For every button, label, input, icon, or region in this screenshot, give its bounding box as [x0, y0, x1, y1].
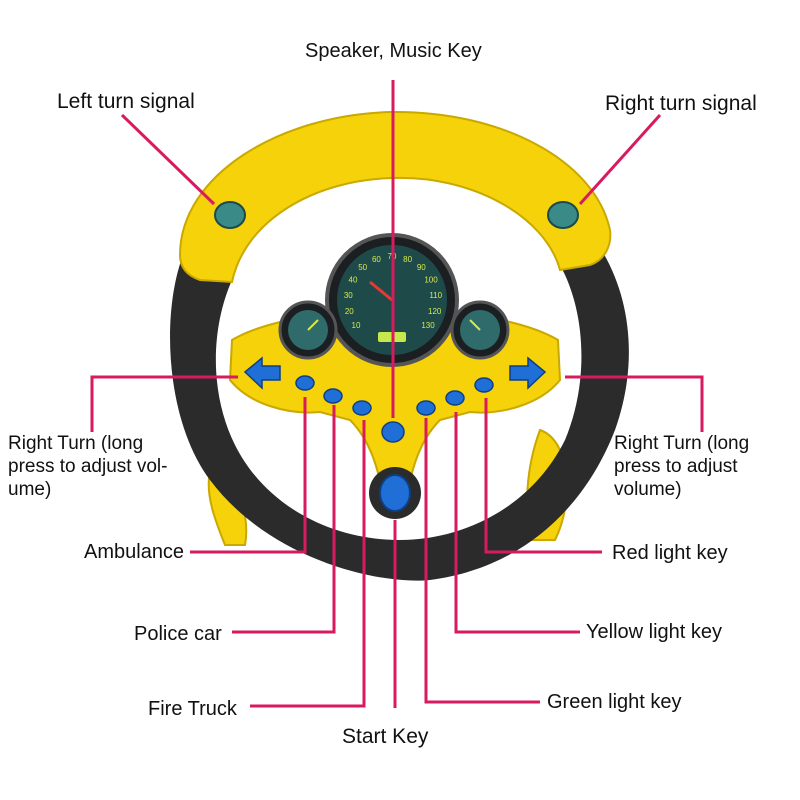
left-turn-signal-icon — [214, 201, 246, 229]
label-yellow-light: Yellow light key — [586, 621, 723, 643]
label-speaker: Speaker, Music Key — [305, 40, 482, 62]
speed-tick-label: 60 — [372, 255, 381, 264]
yellow-light-button[interactable] — [445, 390, 465, 406]
speed-tick-label: 80 — [403, 255, 412, 264]
ambulance-button[interactable] — [295, 375, 315, 391]
label-right-turn-left-side: Right Turn (long press to adjust vol-ume… — [8, 433, 168, 500]
right-small-gauge-needle — [469, 319, 481, 331]
green-light-button[interactable] — [416, 400, 436, 416]
sound-buttons — [295, 375, 494, 443]
speed-tick-label: 20 — [345, 307, 354, 316]
leader-ambulance — [190, 397, 307, 554]
leader-green-light — [424, 418, 540, 704]
label-red-light: Red light key — [612, 542, 728, 564]
speed-tick-label: 100 — [424, 276, 438, 285]
leader-lines — [90, 80, 704, 708]
left-arrow-icon[interactable] — [243, 356, 281, 390]
label-green-light: Green light key — [547, 691, 682, 713]
leader-fire-truck — [250, 420, 366, 708]
speedometer-needle — [369, 280, 393, 302]
speed-tick-label: 40 — [349, 276, 358, 285]
wheel-rim-yellow — [178, 110, 612, 284]
leader-right-turn-left — [90, 375, 238, 432]
label-right-turn-right-side: Right Turn (long press to adjust volume) — [614, 433, 750, 500]
label-fire-truck: Fire Truck — [148, 698, 237, 720]
label-police: Police car — [134, 623, 222, 645]
leader-red-light — [484, 398, 602, 554]
speed-tick-label: 50 — [358, 263, 367, 272]
label-start-key: Start Key — [342, 725, 429, 748]
speed-tick-label: 130 — [421, 321, 435, 330]
label-ambulance: Ambulance — [84, 541, 185, 563]
start-knob-icon[interactable] — [379, 474, 411, 512]
speed-tick-label: 110 — [429, 291, 442, 300]
leader-left-signal — [120, 113, 216, 206]
label-left-signal: Left turn signal — [57, 90, 195, 113]
music-button[interactable] — [381, 421, 405, 443]
leader-right-signal — [578, 113, 662, 206]
speed-tick-label: 90 — [417, 263, 426, 272]
speed-tick-label: 120 — [428, 307, 442, 316]
speed-tick-label: 10 — [352, 321, 361, 330]
leader-yellow-light — [454, 412, 580, 634]
right-turn-signal-icon — [547, 201, 579, 229]
fire-truck-button[interactable] — [352, 400, 372, 416]
leader-right-turn-right — [565, 375, 704, 432]
right-arrow-icon[interactable] — [509, 356, 547, 390]
leader-police — [232, 405, 336, 634]
police-button[interactable] — [323, 388, 343, 404]
red-light-button[interactable] — [474, 377, 494, 393]
label-right-signal: Right turn signal — [605, 92, 757, 115]
speed-tick-label: 30 — [344, 291, 353, 300]
left-small-gauge-needle — [307, 319, 319, 331]
